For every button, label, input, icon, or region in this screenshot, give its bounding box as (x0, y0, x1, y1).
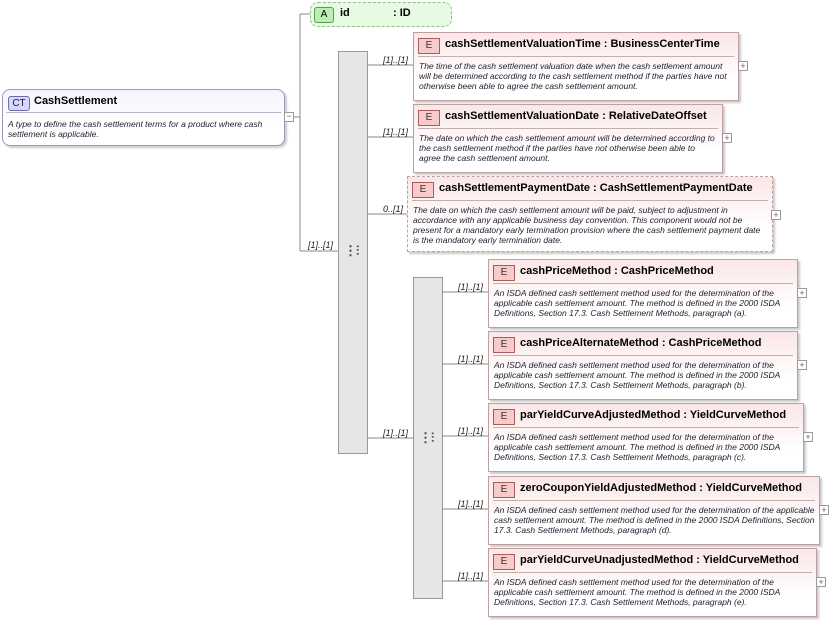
complex-type-name: CashSettlement (34, 95, 118, 107)
divider (493, 283, 793, 284)
expand-toggle[interactable]: + (771, 210, 781, 220)
attribute-name: id (340, 7, 350, 19)
element-cardinality: [1]..[1] (458, 571, 484, 581)
element-description: An ISDA defined cash settlement method u… (494, 360, 781, 390)
expand-toggle[interactable]: + (803, 432, 813, 442)
element-cardinality: [1]..[1] (458, 426, 484, 436)
element-cardinality: [1]..[1] (458, 499, 484, 509)
expand-toggle[interactable]: + (738, 61, 748, 71)
element-cashSettlementPaymentDate[interactable]: E cashSettlementPaymentDate : CashSettle… (407, 176, 773, 252)
divider (493, 500, 815, 501)
sequence-icon: ⋮⫶ (344, 243, 359, 258)
divider (493, 572, 812, 573)
element-badge: E (493, 409, 515, 425)
divider (418, 128, 718, 129)
divider (6, 112, 281, 113)
element-description: An ISDA defined cash settlement method u… (494, 432, 781, 462)
expand-toggle[interactable]: + (797, 360, 807, 370)
element-badge: E (493, 482, 515, 498)
expand-toggle[interactable]: + (722, 133, 732, 143)
element-cardinality: [1]..[1] (458, 354, 484, 364)
expand-toggle[interactable]: + (816, 577, 826, 587)
element-title: cashSettlementValuationDate : RelativeDa… (445, 110, 707, 122)
expand-toggle[interactable]: + (797, 288, 807, 298)
element-badge: E (493, 337, 515, 353)
element-description: An ISDA defined cash settlement method u… (494, 288, 781, 318)
element-cardinality: 0..[1] (383, 204, 404, 214)
element-title: cashPriceAlternateMethod : CashPriceMeth… (520, 337, 762, 349)
collapse-toggle[interactable]: − (284, 112, 294, 122)
complex-type-description: A type to define the cash settlement ter… (8, 119, 263, 139)
element-cashPriceAlternateMethod[interactable]: E cashPriceAlternateMethod : CashPriceMe… (488, 331, 798, 400)
element-badge: E (412, 182, 434, 198)
element-title: parYieldCurveAdjustedMethod : YieldCurve… (520, 409, 787, 421)
expand-toggle[interactable]: + (819, 505, 829, 515)
element-parYieldCurveAdjustedMethod[interactable]: E parYieldCurveAdjustedMethod : YieldCur… (488, 403, 804, 472)
inner-sequence-bar[interactable] (413, 277, 443, 599)
attribute-type: : ID (393, 7, 411, 19)
sequence-icon: ⋮⫶ (419, 430, 434, 445)
attribute-id[interactable]: A id : ID (310, 2, 452, 27)
outer-sequence-cardinality: [1]..[1] (308, 240, 334, 250)
divider (418, 56, 734, 57)
element-cardinality: [1]..[1] (383, 127, 409, 137)
element-description: The date on which the cash settlement am… (413, 205, 761, 245)
complex-type-badge: CT (8, 96, 30, 111)
outer-sequence-bar[interactable] (338, 51, 368, 454)
element-description: The time of the cash settlement valuatio… (419, 61, 727, 91)
element-description: The date on which the cash settlement am… (419, 133, 715, 163)
complex-type-box[interactable]: CT CashSettlement A type to define the c… (2, 89, 285, 146)
element-cardinality: [1]..[1] (458, 282, 484, 292)
attribute-badge: A (314, 7, 334, 23)
divider (493, 355, 793, 356)
element-cashSettlementValuationDate[interactable]: E cashSettlementValuationDate : Relative… (413, 104, 723, 173)
element-title: zeroCouponYieldAdjustedMethod : YieldCur… (520, 482, 802, 494)
element-badge: E (493, 265, 515, 281)
element-description: An ISDA defined cash settlement method u… (494, 577, 781, 607)
element-description: An ISDA defined cash settlement method u… (494, 505, 815, 535)
element-title: cashPriceMethod : CashPriceMethod (520, 265, 714, 277)
element-title: parYieldCurveUnadjustedMethod : YieldCur… (520, 554, 799, 566)
element-cardinality: [1]..[1] (383, 55, 409, 65)
element-cashPriceMethod[interactable]: E cashPriceMethod : CashPriceMethod An I… (488, 259, 798, 328)
inner-sequence-cardinality: [1]..[1] (383, 428, 409, 438)
element-title: cashSettlementValuationTime : BusinessCe… (445, 38, 720, 50)
element-zeroCouponYieldAdjustedMethod[interactable]: E zeroCouponYieldAdjustedMethod : YieldC… (488, 476, 820, 545)
element-cashSettlementValuationTime[interactable]: E cashSettlementValuationTime : Business… (413, 32, 739, 101)
element-title: cashSettlementPaymentDate : CashSettleme… (439, 182, 753, 194)
divider (412, 200, 768, 201)
element-parYieldCurveUnadjustedMethod[interactable]: E parYieldCurveUnadjustedMethod : YieldC… (488, 548, 817, 617)
element-badge: E (418, 110, 440, 126)
element-badge: E (493, 554, 515, 570)
element-badge: E (418, 38, 440, 54)
divider (493, 427, 799, 428)
